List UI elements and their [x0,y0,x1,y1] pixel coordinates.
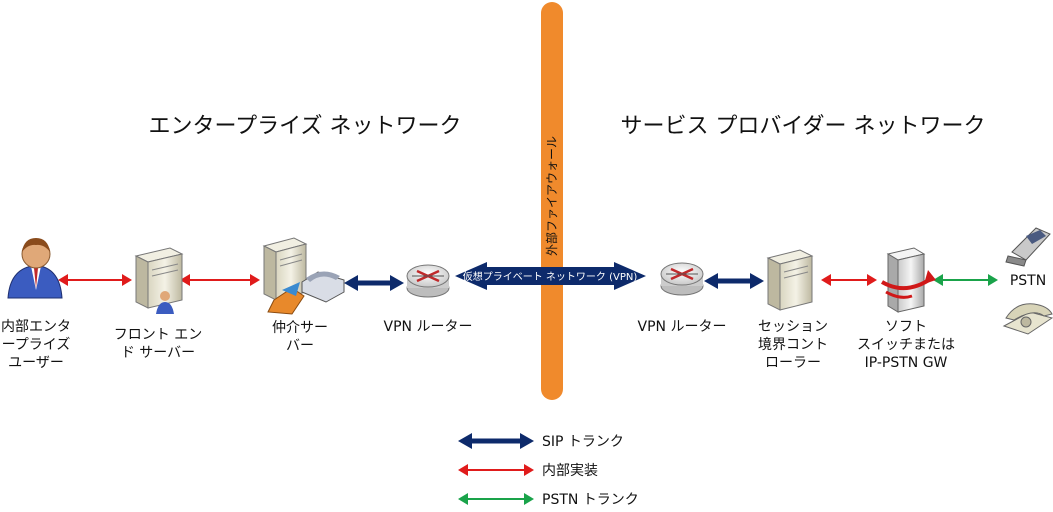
firewall-bar [541,2,563,400]
firewall-label: 外部ファイアウォール [544,136,559,256]
server-icon [766,249,814,311]
router-icon [660,262,704,296]
legend-pstn-trunk: PSTN トランク [458,492,639,508]
frontend-label-2: ド サーバー [121,345,195,361]
enterprise-network-title: エンタープライズ ネットワーク [148,114,461,139]
frontend-label-1: フロント エン [114,327,202,343]
user-label-3: ユーザー [8,355,64,371]
mediation-label-1: 仲介サー [272,320,328,336]
sbc-label-1: セッション [758,319,828,335]
server-icon [134,247,184,314]
user-label-2: ープライズ [2,337,71,353]
provider-network-title: サービス プロバイダー ネットワーク [620,114,985,139]
legend-internal-label: 内部実装 [542,463,598,479]
softswitch-icon [880,247,936,313]
legend: SIP トランク 内部実装 PSTN トランク [458,433,639,508]
softswitch-label-3: IP-PSTN GW [865,355,948,371]
mediation-label-2: バー [286,338,314,354]
desk-phone-icon [1002,303,1053,335]
user-label-1: 内部エンタ [1,319,71,335]
link-softswitch-pstn [933,274,998,286]
link-mediation-router [344,275,404,291]
legend-sip-label: SIP トランク [542,434,624,450]
sbc-label-3: ローラー [765,355,821,371]
vpn-label: 仮想プライベート ネットワーク (VPN) [463,270,638,283]
link-frontend-mediation [180,274,260,286]
router-right-label: VPN ルーター [638,319,727,335]
sbc-label-2: 境界コント [758,337,828,353]
legend-internal: 内部実装 [458,463,598,479]
link-sbc-softswitch [821,274,877,286]
softswitch-label-2: スイッチまたは [857,337,955,353]
softswitch-label-1: ソフト [885,319,927,335]
link-user-frontend [58,274,132,286]
router-left-label: VPN ルーター [384,319,473,335]
mediation-server-icon [262,237,345,315]
vpn-tunnel-arrow [455,262,646,290]
mobile-phone-icon [1005,227,1051,267]
legend-pstn-label: PSTN トランク [542,492,639,508]
router-icon [406,264,450,298]
user-icon [7,238,63,299]
link-router-sbc [704,273,764,289]
legend-sip-trunk: SIP トランク [458,433,624,450]
pstn-label: PSTN [1010,273,1046,289]
